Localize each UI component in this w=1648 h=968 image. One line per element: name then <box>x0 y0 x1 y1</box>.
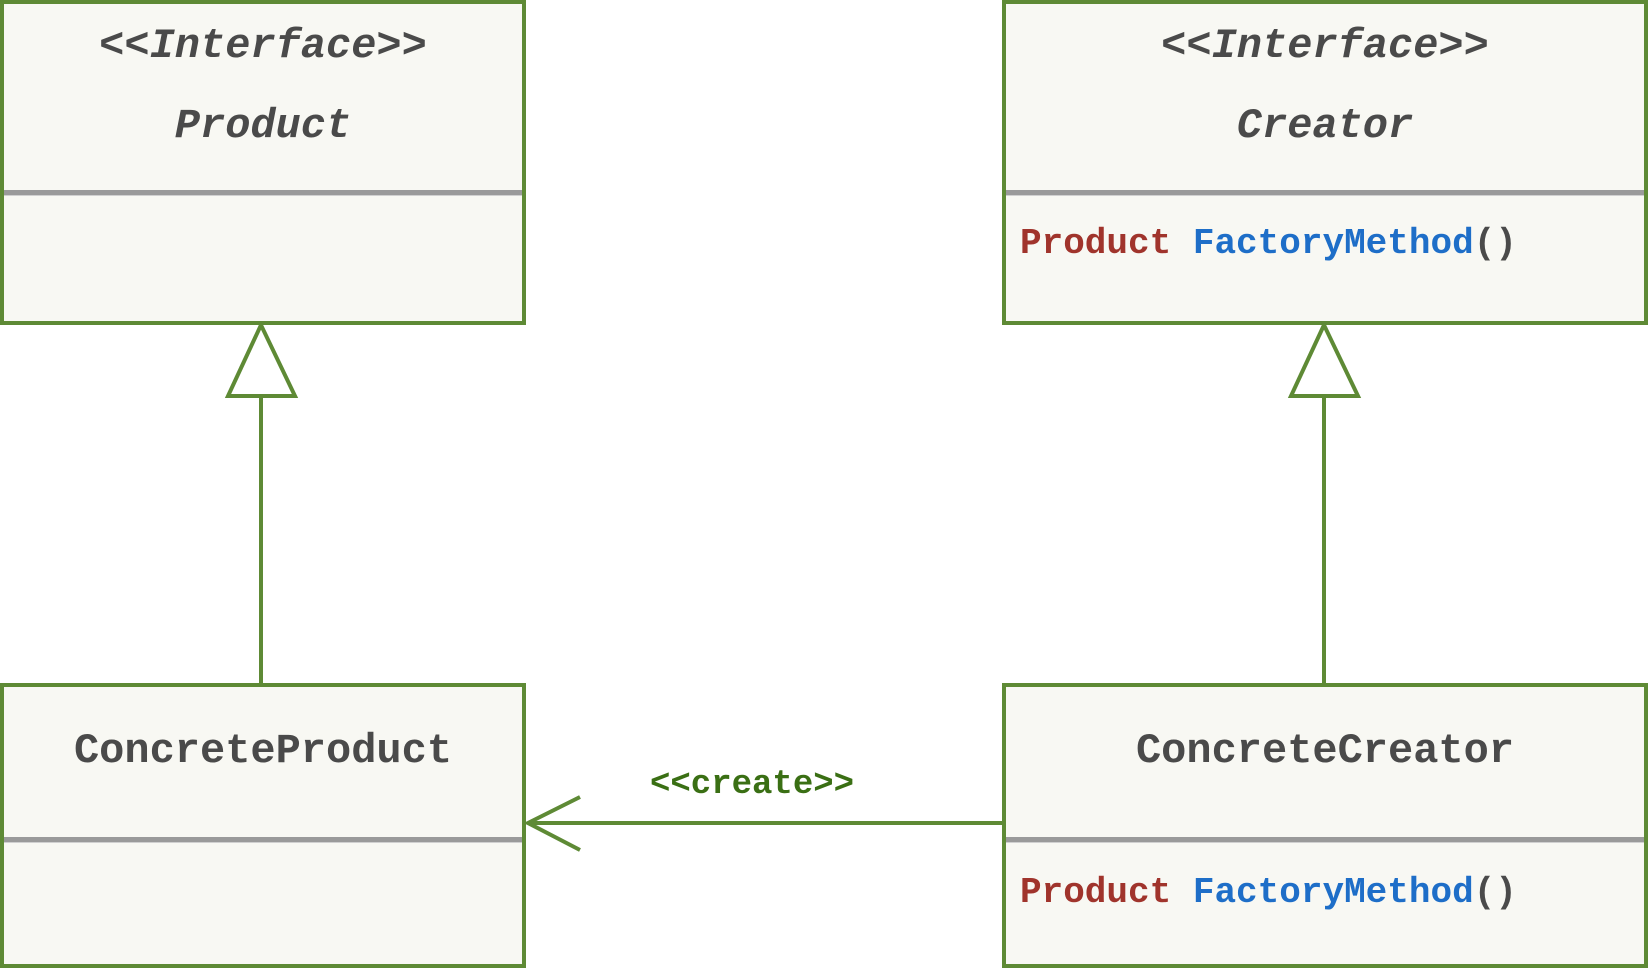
generalization-creator-arrowhead <box>1287 320 1362 398</box>
generalization-product <box>224 320 299 683</box>
product-interface-name: Product <box>174 102 352 150</box>
product-stereotype: <<Interface>> <box>99 22 427 70</box>
creator-operation-parens: () <box>1473 223 1517 264</box>
create-dependency <box>523 795 1002 852</box>
concrete-creator-operation-method: FactoryMethod <box>1192 872 1474 913</box>
creator-divider <box>1006 190 1644 196</box>
product-divider <box>4 190 522 196</box>
product-interface-box[interactable]: <<Interface>> Product <box>0 0 526 325</box>
concrete-creator-operation: Product FactoryMethod() <box>1020 873 1644 913</box>
creator-stereotype: <<Interface>> <box>1161 22 1489 70</box>
concrete-creator-box[interactable]: ConcreteCreator Product FactoryMethod() <box>1002 683 1648 968</box>
create-relation-label: <<create>> <box>650 766 855 804</box>
create-dependency-arrowhead <box>523 795 581 852</box>
concrete-creator-operation-parens: () <box>1473 872 1517 913</box>
concrete-product-name: ConcreteProduct <box>73 727 453 775</box>
creator-operation: Product FactoryMethod() <box>1020 224 1644 264</box>
creator-interface-name: Creator <box>1236 102 1414 150</box>
concrete-creator-name: ConcreteCreator <box>1135 727 1515 775</box>
concrete-creator-operation-return-type: Product <box>1020 872 1172 913</box>
creator-operation-return-type: Product <box>1020 223 1172 264</box>
generalization-creator <box>1287 320 1362 683</box>
concrete-creator-divider <box>1006 837 1644 843</box>
generalization-product-arrowhead <box>224 320 299 398</box>
creator-operation-method: FactoryMethod <box>1192 223 1474 264</box>
creator-interface-box[interactable]: <<Interface>> Creator Product FactoryMet… <box>1002 0 1648 325</box>
concrete-product-box[interactable]: ConcreteProduct <box>0 683 526 968</box>
concrete-product-divider <box>4 837 522 843</box>
